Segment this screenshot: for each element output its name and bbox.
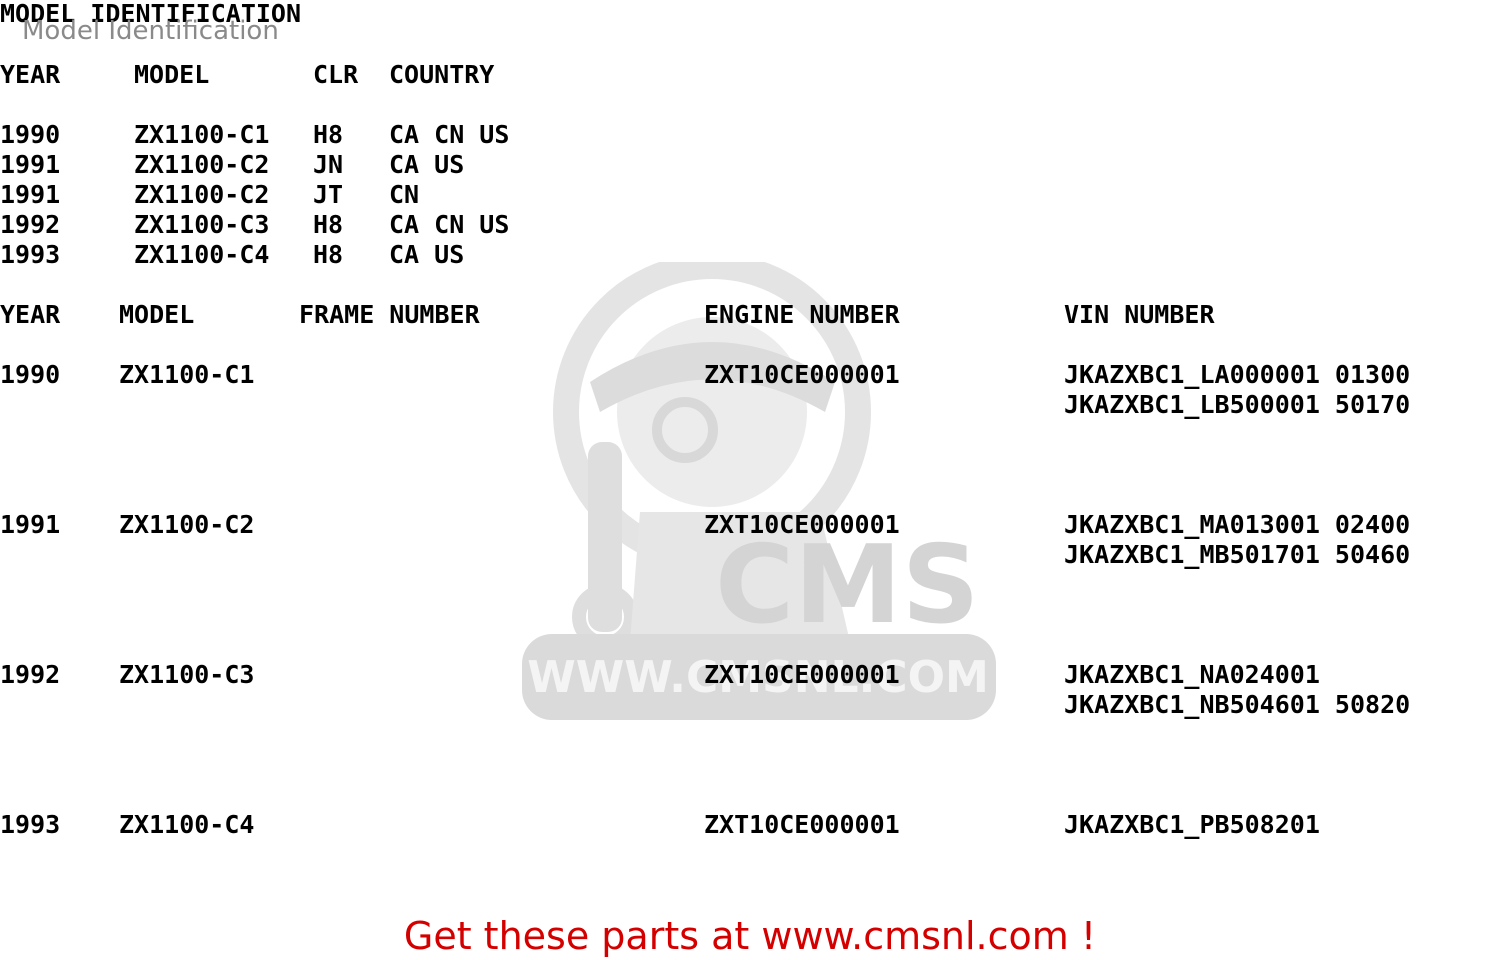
number-table-header-vin: VIN NUMBER	[1064, 300, 1215, 329]
cell-model: ZX1100-C2	[134, 180, 270, 209]
cell-year: 1993	[0, 810, 61, 839]
page-title: MODEL IDENTIFICATION	[0, 0, 302, 28]
cell-country: CA US	[389, 240, 465, 269]
number-table-header-year: YEAR	[0, 300, 61, 329]
cell-year: 1992	[0, 660, 61, 689]
cell-model: ZX1100-C3	[134, 210, 270, 239]
cell-clr: JN	[313, 150, 344, 179]
model-table-header-country: COUNTRY	[389, 60, 495, 89]
cell-year: 1990	[0, 360, 61, 389]
cell-engine-number: ZXT10CE000001	[704, 510, 900, 539]
cell-year: 1991	[0, 180, 61, 209]
cell-country: CA CN US	[389, 120, 510, 149]
cell-engine-number: ZXT10CE000001	[704, 810, 900, 839]
cell-country: CA CN US	[389, 210, 510, 239]
cell-vin-number: JKAZXBC1_LA000001 01300	[1064, 360, 1411, 389]
cell-vin-number: JKAZXBC1_PB508201	[1064, 810, 1320, 839]
cell-vin-number: JKAZXBC1_LB500001 50170	[1064, 390, 1411, 419]
model-table-header-year: YEAR	[0, 60, 61, 89]
model-table-header-clr: CLR	[313, 60, 359, 89]
cell-engine-number: ZXT10CE000001	[704, 360, 900, 389]
cell-model: ZX1100-C1	[119, 360, 255, 389]
cell-vin-number: JKAZXBC1_MB501701 50460	[1064, 540, 1411, 569]
cell-clr: H8	[313, 120, 344, 149]
cell-country: CA US	[389, 150, 465, 179]
cell-year: 1993	[0, 240, 61, 269]
cell-model: ZX1100-C2	[134, 150, 270, 179]
cell-clr: JT	[313, 180, 344, 209]
cell-year: 1990	[0, 120, 61, 149]
cell-clr: H8	[313, 240, 344, 269]
cms-watermark-logo: CMS WWW.CMSNL.COM	[522, 262, 996, 720]
cell-clr: H8	[313, 210, 344, 239]
cell-model: ZX1100-C4	[134, 240, 270, 269]
cell-model: ZX1100-C2	[119, 510, 255, 539]
cell-vin-number: JKAZXBC1_NA024001	[1064, 660, 1320, 689]
cell-year: 1991	[0, 510, 61, 539]
cell-country: CN	[389, 180, 420, 209]
get-parts-link[interactable]: Get these parts at www.cmsnl.com !	[403, 914, 1097, 958]
cell-vin-number: JKAZXBC1_NB504601 50820	[1064, 690, 1411, 719]
cell-model: ZX1100-C4	[119, 810, 255, 839]
number-table-header-model: MODEL	[119, 300, 195, 329]
cell-model: ZX1100-C3	[119, 660, 255, 689]
cell-engine-number: ZXT10CE000001	[704, 660, 900, 689]
number-table-header-frame: FRAME NUMBER	[299, 300, 480, 329]
model-table-header-model: MODEL	[134, 60, 210, 89]
cell-year: 1992	[0, 210, 61, 239]
cell-year: 1991	[0, 150, 61, 179]
watermark-brand: CMS	[715, 523, 980, 648]
number-table-header-engine: ENGINE NUMBER	[704, 300, 900, 329]
cell-model: ZX1100-C1	[134, 120, 270, 149]
cell-vin-number: JKAZXBC1_MA013001 02400	[1064, 510, 1411, 539]
page-subtitle: Model Identification	[22, 16, 279, 46]
